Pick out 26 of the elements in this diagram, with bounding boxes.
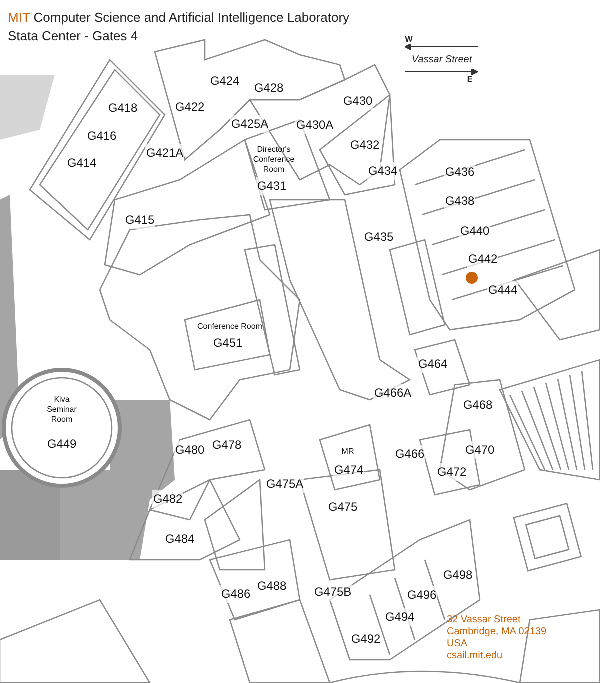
address-line: Cambridge, MA 02139 xyxy=(447,626,547,640)
room-number: G475B xyxy=(313,583,353,601)
room-number: G434 xyxy=(367,162,399,180)
room-number: G430A xyxy=(295,116,335,134)
subtitle: Stata Center - Gates 4 xyxy=(8,27,138,46)
room-number: G466A xyxy=(373,384,413,402)
room-number: G486 xyxy=(220,585,252,603)
compass-letter: W xyxy=(405,34,413,46)
room-number: G494 xyxy=(384,608,416,626)
room-name: Director's Conference Room xyxy=(252,145,296,175)
room-number: G466 xyxy=(394,445,426,463)
room-name: Conference Room xyxy=(196,322,264,332)
street-name: Vassar Street xyxy=(412,54,472,68)
room-number: G464 xyxy=(417,355,449,373)
room-number: G425A xyxy=(230,115,270,133)
address-line: USA xyxy=(447,638,468,651)
room-name: MR xyxy=(342,447,354,457)
room-name: Kiva Seminar Room xyxy=(46,395,78,425)
room-number: G431 xyxy=(256,177,288,195)
address-line: 32 Vassar Street xyxy=(447,614,521,627)
room-number: G482 xyxy=(152,490,184,508)
address-line: csail.mit.edu xyxy=(447,650,503,664)
room-number: G470 xyxy=(464,441,496,459)
room-number: G421A xyxy=(145,144,185,162)
room-number: G472 xyxy=(436,463,468,481)
compass-letter: E xyxy=(467,74,473,86)
